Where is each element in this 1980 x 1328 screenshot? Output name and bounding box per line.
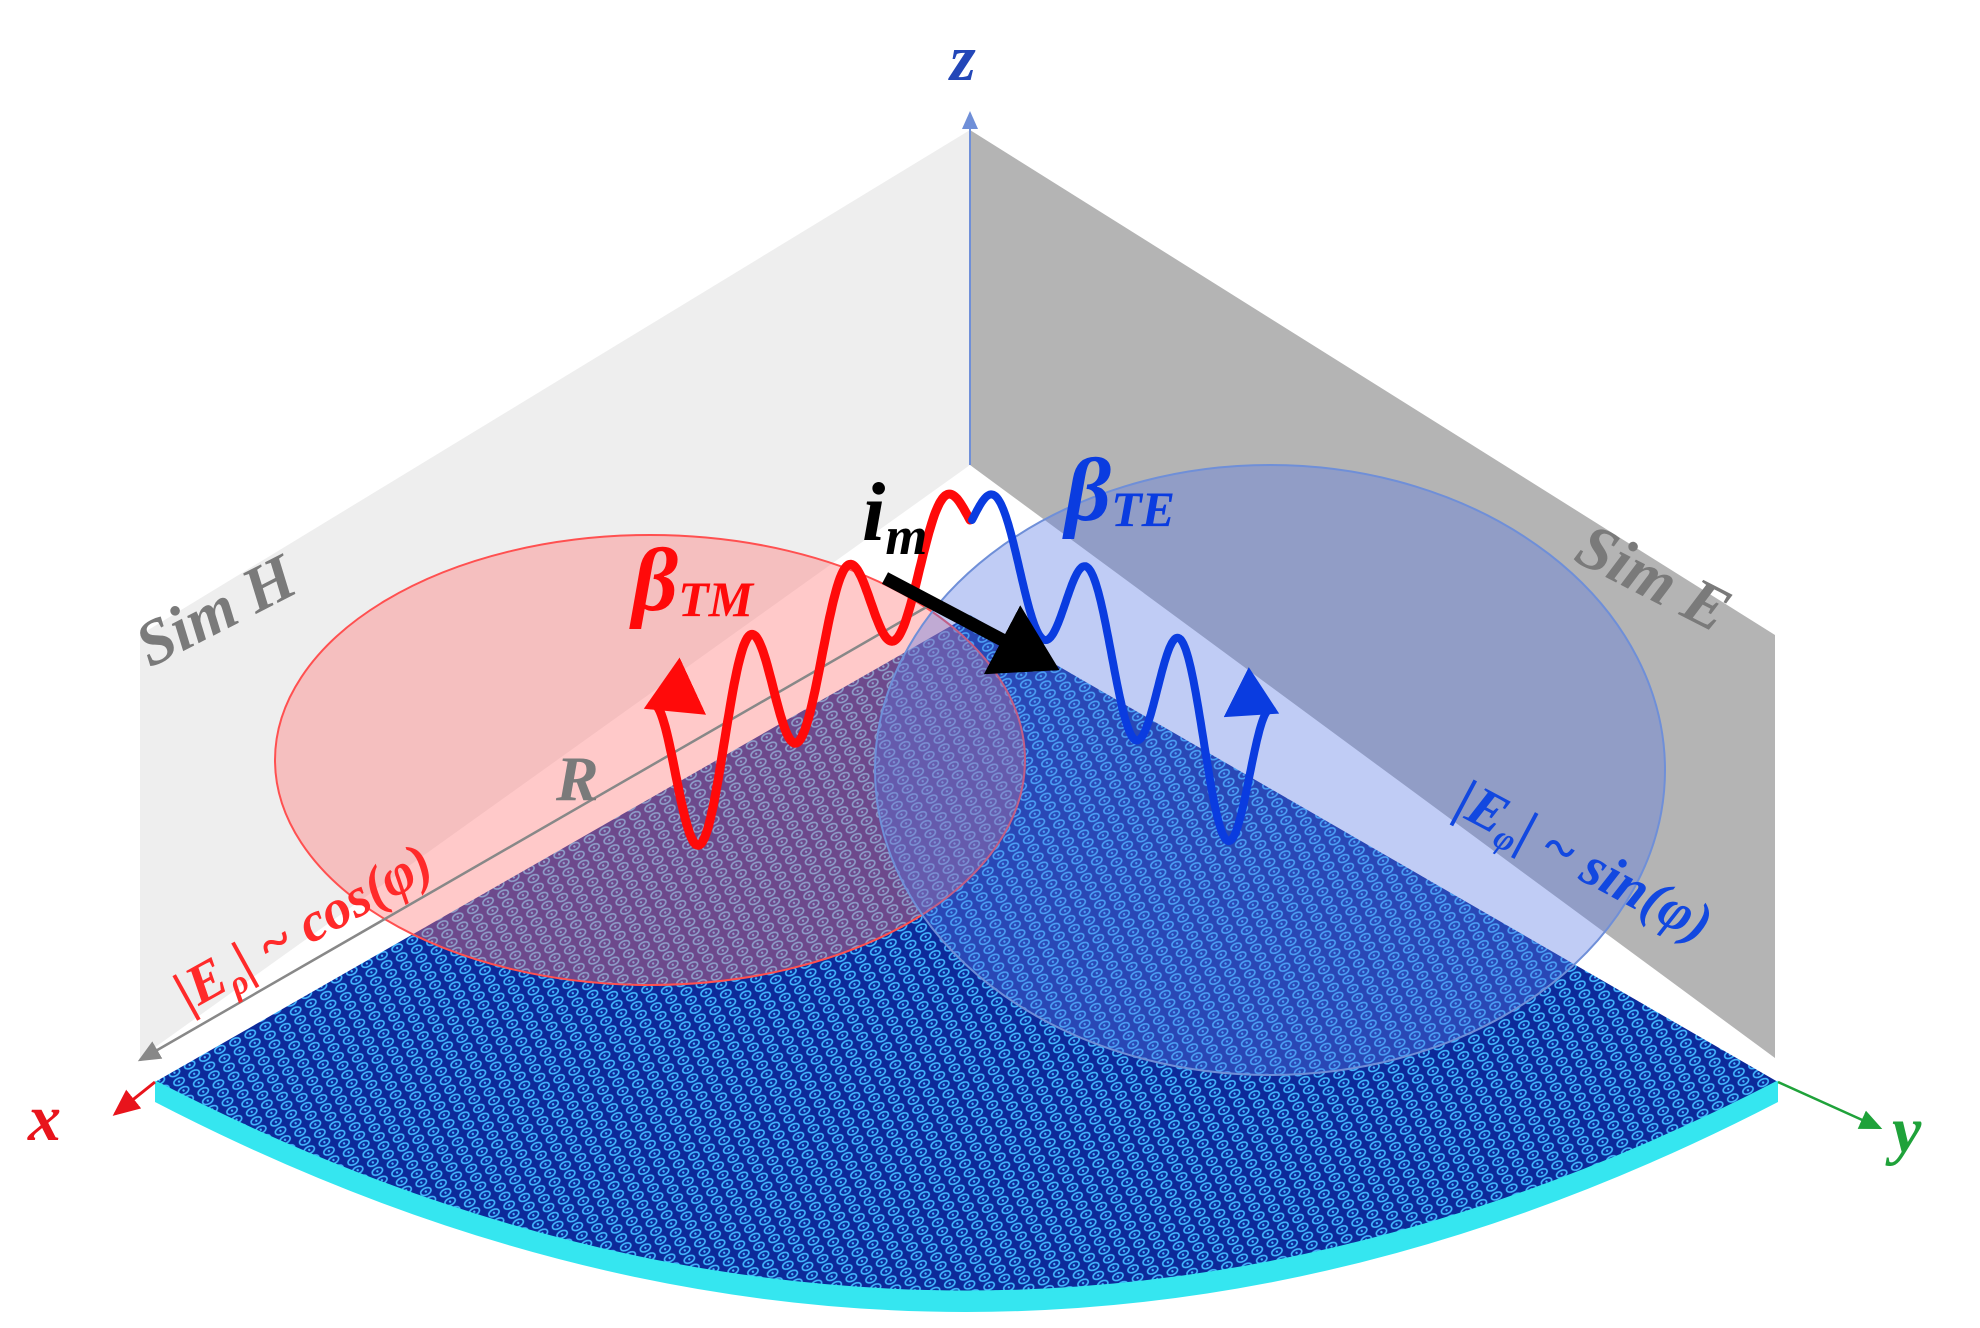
metasurface-disk bbox=[155, 615, 1778, 1292]
radius-arrow bbox=[137, 603, 931, 1062]
source-label: im bbox=[862, 466, 927, 566]
tm-field-circle bbox=[274, 534, 1026, 986]
radius-label: R bbox=[555, 743, 599, 814]
z-axis-label: z bbox=[948, 22, 976, 95]
beta-te-label: βTE bbox=[1062, 441, 1175, 540]
sim-e-plane bbox=[970, 130, 1775, 1058]
x-axis-label: x bbox=[27, 1082, 61, 1155]
y-axis-label: y bbox=[1885, 1094, 1922, 1167]
beta-tm-label: βTM bbox=[629, 531, 755, 630]
te-wave bbox=[968, 490, 1280, 846]
source-arrow bbox=[881, 572, 1060, 675]
x-axis-arrow bbox=[112, 1080, 156, 1116]
y-axis-arrow bbox=[1777, 1080, 1883, 1130]
disk-rim-highlight bbox=[154, 1080, 1779, 1294]
tm-wave bbox=[643, 489, 975, 850]
sim-h-plane bbox=[140, 130, 970, 1058]
te-field-circle bbox=[874, 464, 1666, 1076]
